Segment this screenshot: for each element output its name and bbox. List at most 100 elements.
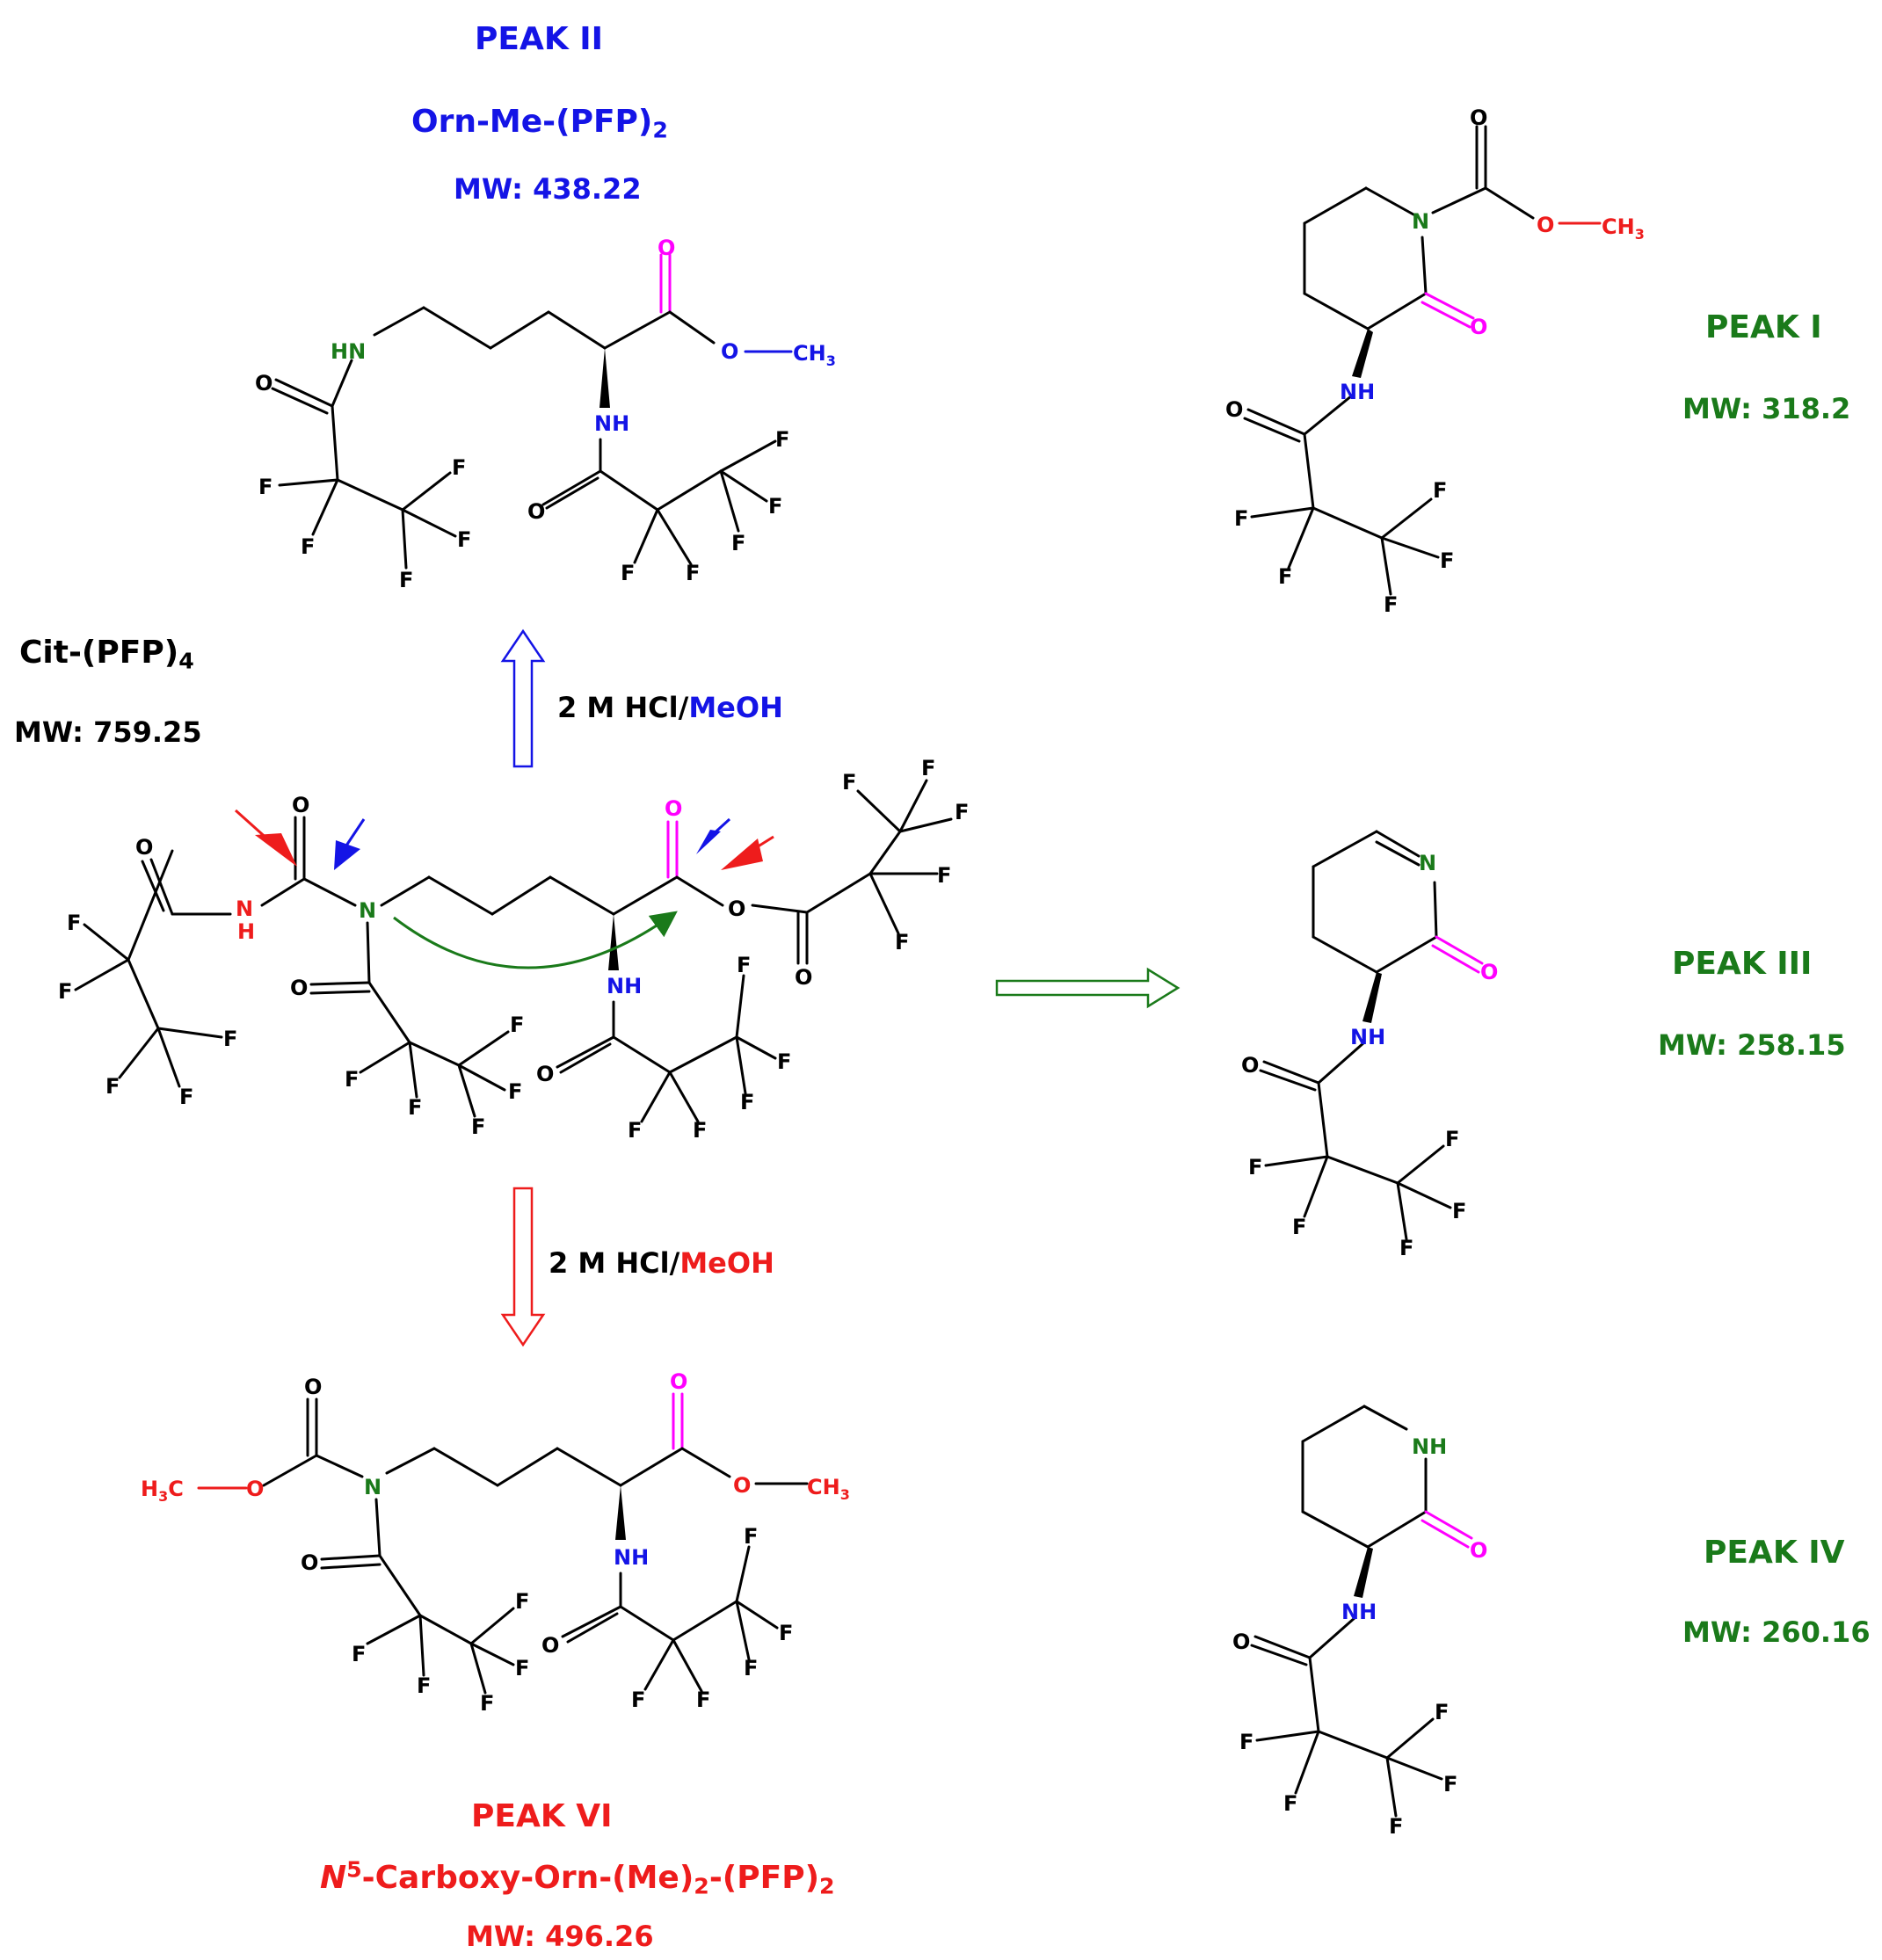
atom-label: O <box>721 339 738 364</box>
atom-label: F <box>352 1642 366 1666</box>
atom-label: F <box>1445 1127 1459 1151</box>
atom-label: F <box>737 953 751 977</box>
cit-mw: MW: 759.25 <box>14 715 202 749</box>
atom-labels: O HN O CH3 O NH O F F F F F F F F F F O … <box>58 105 1645 1839</box>
peak-vi-name-sub2: 2 <box>819 1873 835 1899</box>
atom-label: F <box>258 475 272 499</box>
atom-label: F <box>515 1589 529 1614</box>
atom-label: H3C <box>141 1477 184 1505</box>
atom-label: F <box>1278 564 1292 589</box>
atom-label: NH <box>607 974 642 998</box>
atom-label: F <box>1389 1814 1403 1839</box>
atom-label: O <box>795 965 812 990</box>
atom-label: F <box>731 531 745 555</box>
peak-ii-name: Orn-Me-(PFP)2 <box>411 104 668 141</box>
atom-label: F <box>768 494 782 519</box>
atom-label: O <box>670 1369 687 1394</box>
atom-label: HN <box>331 339 366 364</box>
cit-name: Cit-(PFP)4 <box>19 635 194 671</box>
atom-label: F <box>1433 478 1447 503</box>
peak-iv-mw: MW: 260.16 <box>1682 1615 1871 1649</box>
atom-label: NH <box>614 1545 649 1570</box>
atom-label: F <box>179 1085 193 1109</box>
peak-ii-title: PEAK II <box>475 21 604 57</box>
atom-label: F <box>223 1027 237 1051</box>
atom-label: F <box>301 534 315 559</box>
atom-label: F <box>452 455 466 480</box>
atom-label: O <box>1225 397 1243 422</box>
peak-iv-title: PEAK IV <box>1704 1535 1845 1571</box>
reaction-arrow-up <box>500 628 546 768</box>
atom-label: O <box>728 897 745 921</box>
reaction-up-label: 2 M HCl/MeOH <box>557 691 783 724</box>
peak-ii-mw: MW: 438.22 <box>454 172 642 206</box>
atom-label: F <box>686 561 700 585</box>
reaction-down-label: 2 M HCl/MeOH <box>549 1246 774 1280</box>
peak-vi-name-mid: -Carboxy-Orn-(Me) <box>361 1860 694 1896</box>
atom-label: NH <box>594 411 629 436</box>
reaction-down-solvent: MeOH <box>679 1246 774 1280</box>
atom-label: O <box>527 499 545 524</box>
atom-label: F <box>921 756 935 780</box>
atom-label: F <box>1248 1155 1262 1180</box>
atom-label: F <box>1440 548 1454 573</box>
atom-label: N <box>1412 209 1429 234</box>
peak-iii-structure <box>1259 830 1484 1241</box>
atom-label: F <box>1399 1236 1413 1260</box>
atom-label: F <box>510 1013 524 1037</box>
atom-label: O <box>1480 960 1498 984</box>
peak-vi-title: PEAK VI <box>471 1798 613 1834</box>
atom-label: F <box>631 1688 645 1712</box>
atom-label: F <box>740 1090 754 1114</box>
atom-label: N <box>364 1475 381 1499</box>
atom-label: O <box>301 1550 318 1575</box>
atom-label: F <box>777 1049 791 1074</box>
peak-ii-name-main: Orn-Me-(PFP) <box>411 104 653 140</box>
atom-label: F <box>471 1114 485 1139</box>
peak-iv-structure <box>1250 1405 1473 1818</box>
atom-label: F <box>1292 1215 1306 1239</box>
atom-label: F <box>621 561 635 585</box>
peak-vi-name-sub1: 2 <box>694 1873 709 1899</box>
atom-label: F <box>1384 592 1398 617</box>
atom-label: O <box>733 1473 751 1498</box>
atom-label: F <box>937 863 951 888</box>
atom-label: F <box>744 1524 758 1549</box>
atom-label: F <box>895 930 909 955</box>
peak-iii-title: PEAK III <box>1672 946 1813 982</box>
atom-label: F <box>417 1673 431 1698</box>
reaction-arrow-right <box>995 967 1181 1009</box>
atom-label: CH3 <box>807 1475 850 1503</box>
atom-label: F <box>744 1656 758 1681</box>
atom-label: F <box>775 427 789 452</box>
atom-label: O <box>304 1375 322 1399</box>
atom-label: F <box>1234 506 1248 531</box>
cit-name-sub: 4 <box>178 648 194 674</box>
peak-ii-structure <box>271 253 793 570</box>
atom-label: F <box>105 1074 120 1099</box>
atom-label: O <box>541 1633 559 1658</box>
atom-label: O <box>255 371 272 396</box>
atom-label: F <box>779 1621 793 1645</box>
atom-label: F <box>628 1118 642 1143</box>
peak-iii-mw: MW: 258.15 <box>1658 1028 1846 1062</box>
peak-vi-name: N5-Carboxy-Orn-(Me)2-(PFP)2 <box>320 1858 835 1899</box>
atom-label: O <box>1537 213 1554 237</box>
peak-i-title: PEAK I <box>1705 309 1822 345</box>
atom-label: O <box>1470 1538 1487 1563</box>
atom-label: F <box>408 1095 422 1120</box>
atom-label: N <box>236 897 253 921</box>
atom-label: F <box>480 1691 494 1716</box>
atom-label: F <box>842 770 856 795</box>
atom-label: NH <box>1341 1600 1377 1624</box>
cit-pfp4-structure <box>74 779 953 1123</box>
atom-label: F <box>1452 1199 1466 1223</box>
peak-vi-structure <box>197 1392 809 1695</box>
atom-label: F <box>1435 1700 1449 1724</box>
reaction-up-solvent: MeOH <box>688 691 783 724</box>
peak-i-structure <box>1243 125 1602 596</box>
atom-label: O <box>246 1477 264 1501</box>
atom-label: O <box>1232 1630 1250 1654</box>
atom-label: F <box>399 568 413 592</box>
